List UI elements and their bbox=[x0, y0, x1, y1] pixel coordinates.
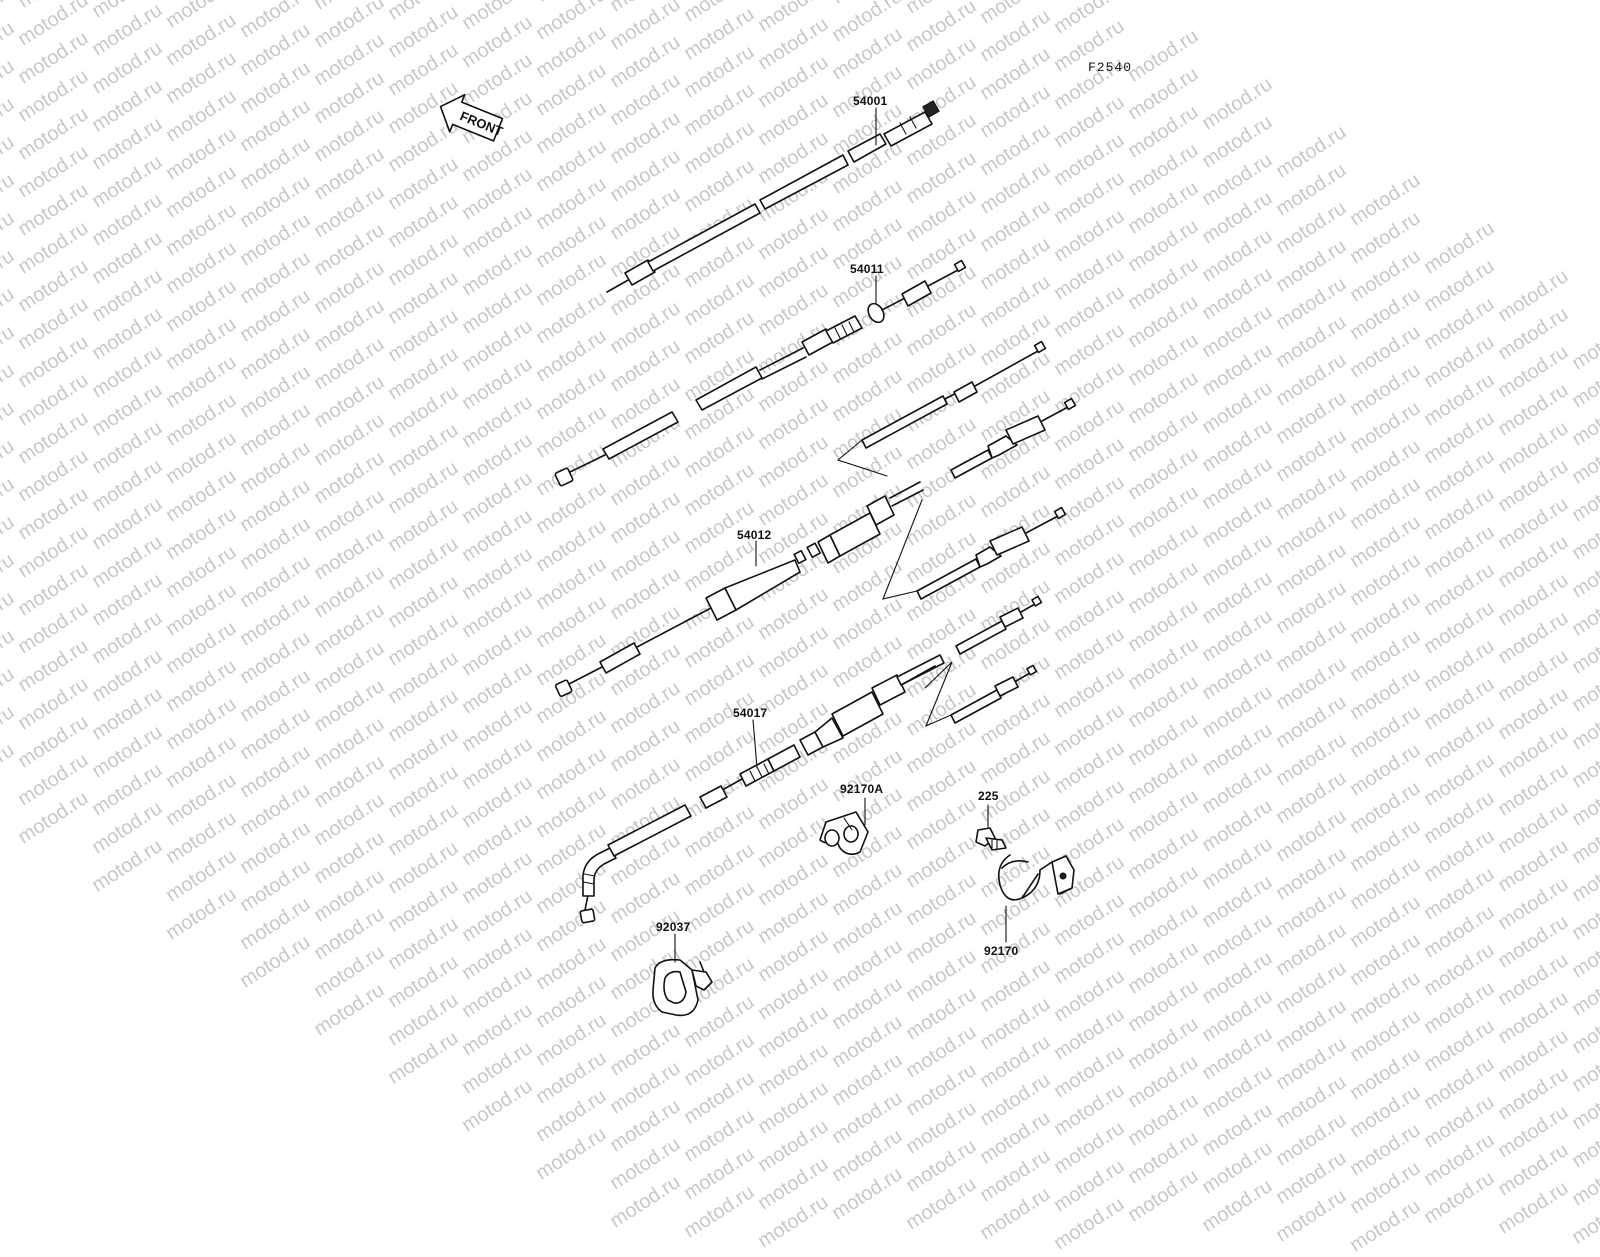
part-label-225: 225 bbox=[978, 789, 999, 803]
cable-54001 bbox=[606, 100, 940, 293]
leader-54017 bbox=[752, 719, 758, 769]
cable-54012 bbox=[554, 340, 1077, 698]
part-label-92170: 92170 bbox=[984, 944, 1019, 958]
clamp-92170a bbox=[819, 811, 869, 856]
part-label-54011: 54011 bbox=[850, 262, 884, 276]
part-label-92037: 92037 bbox=[656, 920, 691, 934]
clamp-92170 bbox=[997, 854, 1075, 901]
cable-drawing: FRONT bbox=[439, 93, 1077, 1017]
part-label-54012: 54012 bbox=[737, 528, 772, 542]
cable-54011 bbox=[554, 259, 967, 487]
part-label-54001: 54001 bbox=[853, 94, 888, 108]
cable-54017 bbox=[579, 595, 1043, 924]
bolt-225 bbox=[975, 827, 1007, 851]
guide-92037 bbox=[652, 958, 713, 1017]
part-label-54017: 54017 bbox=[733, 706, 768, 720]
diagram-code: F2540 bbox=[1088, 60, 1133, 75]
part-label-92170a: 92170A bbox=[840, 782, 884, 796]
front-arrow: FRONT bbox=[439, 93, 505, 142]
